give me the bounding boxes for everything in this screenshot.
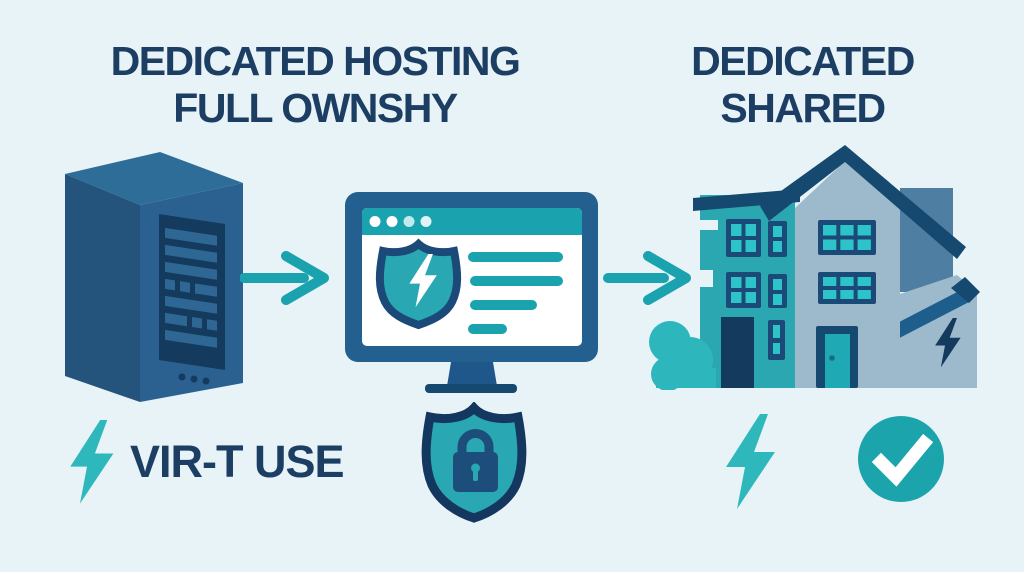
house-lightning-icon	[935, 318, 961, 368]
house-windows	[818, 220, 876, 304]
padlock-icon	[453, 429, 498, 492]
check-circle-icon	[858, 416, 944, 502]
virt-use-label: VIR-T USE	[130, 436, 345, 487]
building-door	[721, 317, 754, 388]
arrow-right-icon	[240, 251, 329, 305]
bush-icon	[649, 321, 716, 390]
house-icon	[649, 145, 980, 390]
building-windows	[726, 219, 787, 360]
monitor-browser-shield-icon	[345, 192, 598, 393]
title-left: DEDICATED HOSTING FULL OWNSHY	[55, 38, 575, 132]
title-left-line2: FULL OWNSHY	[173, 85, 458, 131]
title-right: DEDICATED SHARED	[640, 38, 965, 132]
arrow-right-icon	[603, 251, 691, 305]
browser-shield-lightning-icon	[375, 238, 462, 330]
title-left-line1: DEDICATED HOSTING	[110, 38, 521, 84]
lightning-bolt-icon	[70, 420, 114, 504]
lightning-bolt-icon	[726, 414, 775, 509]
server-tower-icon	[65, 152, 243, 402]
title-right-line2: SHARED	[720, 85, 886, 131]
title-right-line1: DEDICATED	[691, 38, 915, 84]
house-door	[816, 326, 858, 388]
lock-shield-icon	[421, 402, 527, 523]
